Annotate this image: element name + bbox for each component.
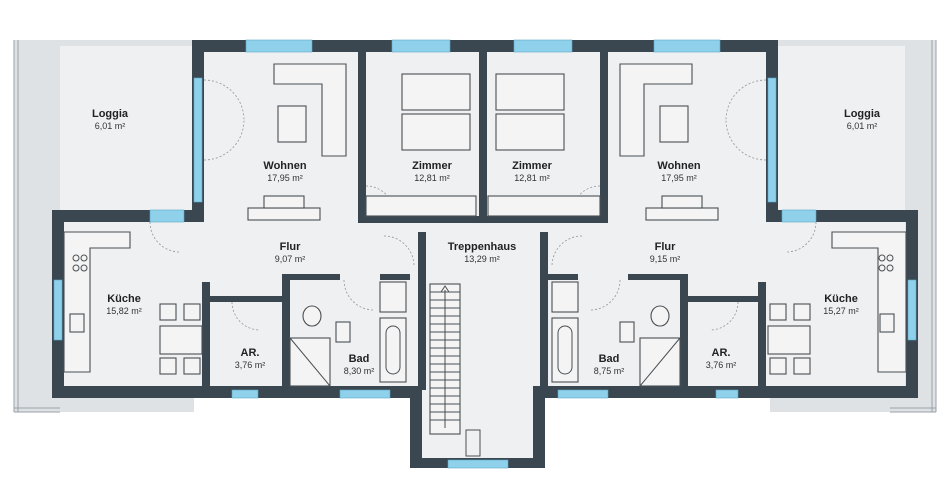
flur-left-name: Flur (280, 241, 301, 253)
treppenhaus-area: 13,29 m² (464, 254, 500, 264)
bad-right-name: Bad (599, 353, 620, 365)
kueche-left-area: 15,82 m² (106, 306, 142, 316)
kueche-right-area: 15,27 m² (823, 306, 859, 316)
zimmer-left-name: Zimmer (412, 160, 452, 172)
flur-left-area: 9,07 m² (275, 254, 306, 264)
wohnen-left-name: Wohnen (263, 160, 306, 172)
furniture-right-unit (487, 63, 907, 387)
loggia-left-name: Loggia (92, 108, 129, 120)
bad-left-name: Bad (349, 353, 370, 365)
kueche-right-name: Küche (824, 293, 858, 305)
wohnen-right-area: 17,95 m² (661, 173, 697, 183)
ar-right-name: AR. (712, 347, 731, 359)
windows (53, 39, 917, 469)
flur-right-area: 9,15 m² (650, 254, 681, 264)
kueche-left-name: Küche (107, 293, 141, 305)
zimmer-left-area: 12,81 m² (414, 173, 450, 183)
wohnen-left-area: 17,95 m² (267, 173, 303, 183)
furniture-left-unit (63, 63, 477, 387)
ar-left-name: AR. (241, 347, 260, 359)
loggia-right-name: Loggia (844, 108, 881, 120)
loggia-railings (13, 40, 937, 413)
treppenhaus-name: Treppenhaus (448, 241, 516, 253)
door-swings (149, 79, 817, 331)
loggia-right-area: 6,01 m² (847, 121, 878, 131)
zimmer-right-name: Zimmer (512, 160, 552, 172)
room-labels: Loggia 6,01 m² Wohnen 17,95 m² Zimmer 12… (92, 108, 881, 376)
flur-right-name: Flur (655, 241, 676, 253)
staircase (429, 283, 481, 457)
loggia-left-area: 6,01 m² (95, 121, 126, 131)
ar-left-area: 3,76 m² (235, 360, 266, 370)
bad-left-area: 8,30 m² (344, 366, 375, 376)
zimmer-right-area: 12,81 m² (514, 173, 550, 183)
bad-right-area: 8,75 m² (594, 366, 625, 376)
wohnen-right-name: Wohnen (657, 160, 700, 172)
ar-right-area: 3,76 m² (706, 360, 737, 370)
